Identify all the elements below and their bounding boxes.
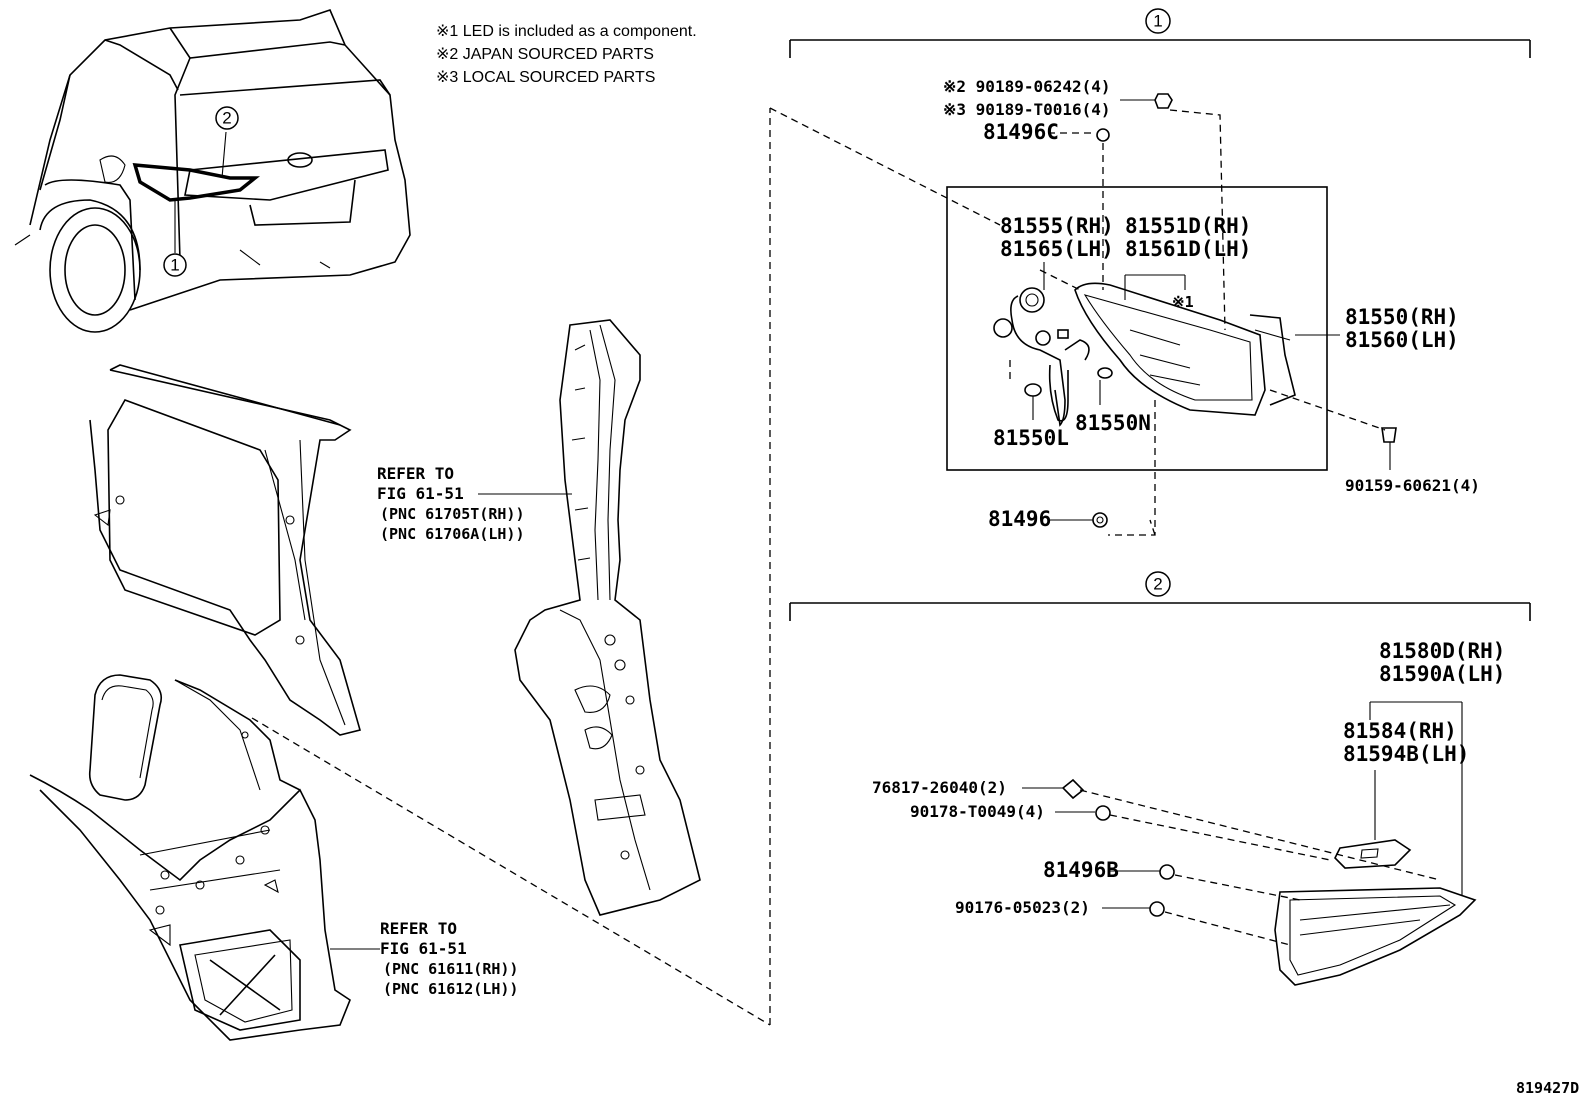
note-local: ※3 LOCAL SOURCED PARTS	[436, 69, 655, 86]
lens-icon	[1334, 839, 1412, 869]
refer-inner-panel: REFER TO FIG 61-51 (PNC 61611(RH)) (PNC …	[330, 919, 518, 998]
clip-81496b-icon	[1159, 864, 1175, 880]
svg-text:(PNC 61612(LH)): (PNC 61612(LH))	[383, 980, 518, 998]
notes-block: ※1 LED is included as a component. ※2 JA…	[436, 23, 697, 86]
note-japan: ※2 JAPAN SOURCED PARTS	[436, 46, 654, 63]
clip-81496-icon	[1092, 512, 1108, 528]
callout-1-vehicle: 1	[163, 253, 187, 277]
section-1-labels: ※2 90189-06242(4) ※3 90189-T0016(4) 8149…	[943, 77, 1480, 531]
label-81496c: 81496C	[983, 120, 1059, 144]
label-81496b: 81496B	[1043, 858, 1119, 882]
label-bolt-japan: ※2 90189-06242(4)	[943, 77, 1111, 96]
dashed-leaders-main	[251, 107, 1001, 1026]
label-81550n: 81550N	[1075, 411, 1151, 435]
svg-text:(PNC 61611(RH)): (PNC 61611(RH))	[383, 960, 518, 978]
label-nut: 90178-T0049(4)	[910, 802, 1045, 821]
svg-text:REFER TO: REFER TO	[377, 464, 454, 483]
label-81550l: 81550L	[993, 426, 1069, 450]
section-2-dashed-leaders	[1079, 789, 1441, 946]
section-1-bracket: 1	[789, 8, 1531, 58]
svg-text:REFER TO: REFER TO	[380, 919, 457, 938]
label-clip: 76817-26040(2)	[872, 778, 1007, 797]
section-2-labels: 81580D(RH) 81590A(LH) 81584(RH) 81594B(L…	[872, 639, 1505, 917]
svg-text:FIG 61-51: FIG 61-51	[377, 484, 464, 503]
label-bolt-local: ※3 90189-T0016(4)	[943, 100, 1111, 119]
label-s2-lamp-rh: 81580D(RH)	[1379, 639, 1505, 663]
svg-text:(PNC 61705T(RH)): (PNC 61705T(RH))	[380, 505, 525, 523]
label-screw-1: 90159-60621(4)	[1345, 476, 1480, 495]
label-socket-rh: 81555(RH)	[1000, 214, 1114, 238]
label-s2-lens-lh: 81594B(LH)	[1343, 742, 1469, 766]
section-1-dashed-leaders	[1009, 109, 1386, 536]
label-socket-lh: 81565(LH)	[1000, 237, 1114, 261]
svg-text:1: 1	[170, 256, 179, 275]
svg-text:(PNC 61706A(LH)): (PNC 61706A(LH))	[380, 525, 525, 543]
label-lamp-rh: 81550(RH)	[1345, 305, 1459, 329]
screw-icon	[1381, 427, 1397, 443]
nut-icon	[1095, 805, 1111, 821]
figure-id: 819427D	[1516, 1079, 1579, 1097]
callout-2-vehicle: 2	[215, 106, 239, 130]
label-s2-lens-rh: 81584(RH)	[1343, 719, 1457, 743]
vehicle-rear-illustration	[14, 9, 411, 333]
label-s2-screw: 90176-05023(2)	[955, 898, 1090, 917]
clip-icon	[1096, 128, 1110, 142]
section-1-assembly-box	[946, 186, 1328, 471]
inner-panel-illustration	[29, 674, 351, 1041]
section-2-lamp-illustration	[1274, 887, 1477, 986]
label-lamp-sub-rh: 81551D(RH)	[1125, 214, 1251, 238]
note-led: ※1 LED is included as a component.	[436, 23, 697, 40]
screw-s2-icon	[1149, 901, 1165, 917]
label-s2-lamp-lh: 81590A(LH)	[1379, 662, 1505, 686]
svg-text:1: 1	[1153, 12, 1162, 31]
svg-text:2: 2	[222, 109, 231, 128]
quarter-panel-illustration	[89, 364, 361, 736]
svg-text:2: 2	[1153, 575, 1162, 594]
label-lamp-sub-lh: 81561D(LH)	[1125, 237, 1251, 261]
section-1-lamp-illustration	[993, 262, 1296, 427]
svg-text:FIG 61-51: FIG 61-51	[380, 939, 467, 958]
clip-s2-icon	[1061, 778, 1085, 800]
pillar-illustration	[514, 319, 701, 916]
refer-pillar: REFER TO FIG 61-51 (PNC 61705T(RH)) (PNC…	[377, 464, 572, 543]
label-81496: 81496	[988, 507, 1051, 531]
section-2-bracket: 2	[789, 571, 1531, 621]
label-lamp-lh: 81560(LH)	[1345, 328, 1459, 352]
bolt-icon	[1154, 93, 1173, 109]
